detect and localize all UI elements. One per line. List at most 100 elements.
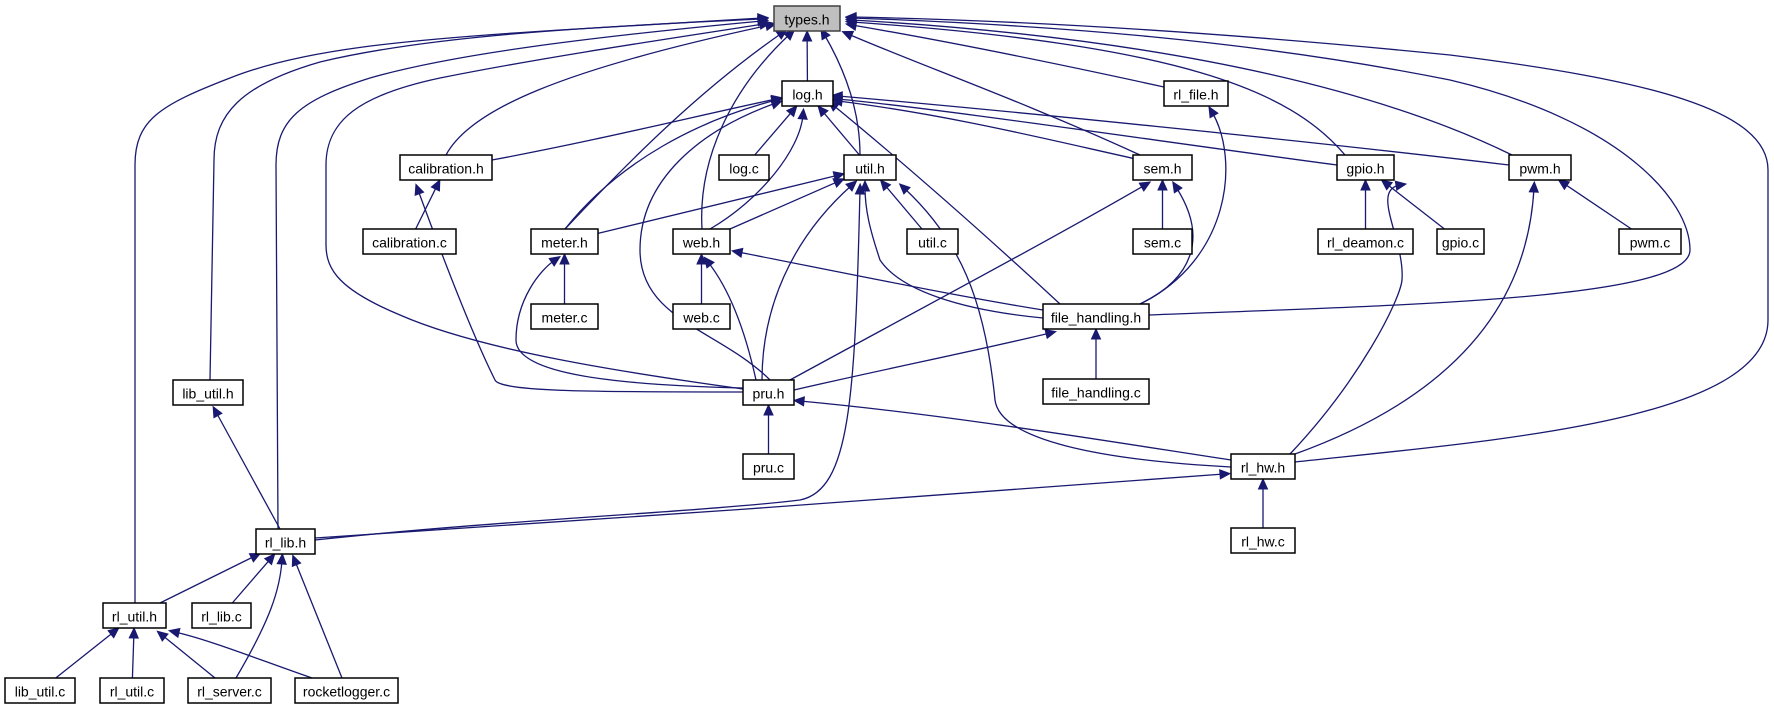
node-calibration-h[interactable]: calibration.h: [399, 154, 493, 181]
node-box[interactable]: [1618, 228, 1682, 255]
node-label: rl_hw.c: [1241, 534, 1285, 550]
node-box[interactable]: [191, 602, 252, 629]
node-lib-util-h[interactable]: lib_util.h: [172, 379, 244, 406]
node-rl-lib-c[interactable]: rl_lib.c: [191, 602, 252, 629]
node-box[interactable]: [843, 154, 897, 181]
node-box[interactable]: [187, 677, 272, 704]
node-gpio-c[interactable]: gpio.c: [1436, 228, 1485, 255]
arrowhead-icon: [832, 171, 846, 182]
node-label: util.c: [918, 235, 947, 251]
node-web-h[interactable]: web.h: [672, 228, 731, 255]
node-label: lib_util.c: [15, 684, 66, 700]
node-box[interactable]: [773, 5, 841, 32]
edge-rocketlogger-c-to-rl-lib-h: [291, 554, 343, 679]
node-box[interactable]: [781, 80, 834, 107]
node-box[interactable]: [1132, 154, 1193, 181]
edge-line: [314, 189, 861, 541]
node-sem-c[interactable]: sem.c: [1132, 228, 1193, 255]
edge-line: [851, 19, 1513, 156]
edge-rl-file-h-to-types-h: [844, 20, 1165, 88]
node-box[interactable]: [1336, 154, 1395, 181]
edge-line: [823, 33, 861, 156]
node-label: gpio.h: [1346, 161, 1384, 177]
edge-util-c-to-util-h: [879, 179, 923, 230]
node-box[interactable]: [1508, 154, 1572, 181]
node-rl-util-c[interactable]: rl_util.c: [99, 677, 165, 704]
arrowhead-icon: [879, 179, 892, 192]
edge-line: [701, 33, 791, 230]
edge-calibration-h-to-types-h: [445, 20, 778, 156]
edge-line: [864, 186, 1044, 319]
edge-pru-h-to-web-h: [703, 256, 757, 381]
node-box[interactable]: [718, 154, 770, 181]
node-box[interactable]: [255, 528, 316, 555]
node-rl-lib-h[interactable]: rl_lib.h: [255, 528, 316, 555]
node-pru-h[interactable]: pru.h: [742, 379, 795, 406]
edge-rl-server-c-to-rl-lib-h: [235, 552, 287, 679]
node-box[interactable]: [1042, 303, 1150, 330]
node-box[interactable]: [530, 228, 599, 255]
node-box[interactable]: [172, 379, 244, 406]
node-gpio-h[interactable]: gpio.h: [1336, 154, 1395, 181]
node-rl-hw-h[interactable]: rl_hw.h: [1230, 453, 1296, 480]
node-label: rl_deamon.c: [1327, 235, 1404, 251]
node-web-c[interactable]: web.c: [672, 303, 731, 330]
node-box[interactable]: [99, 677, 165, 704]
node-box[interactable]: [672, 228, 731, 255]
arrowhead-icon: [430, 178, 441, 192]
node-log-h[interactable]: log.h: [781, 80, 834, 107]
node-sem-h[interactable]: sem.h: [1132, 154, 1193, 181]
node-box[interactable]: [742, 379, 795, 406]
node-box[interactable]: [1132, 228, 1193, 255]
arrowhead-icon: [769, 99, 783, 110]
arrowhead-icon: [797, 107, 808, 120]
node-rl-util-h[interactable]: rl_util.h: [102, 602, 167, 629]
node-box[interactable]: [102, 602, 167, 629]
arrowhead-icon: [1380, 179, 1394, 191]
node-meter-h[interactable]: meter.h: [530, 228, 599, 255]
node-pwm-h[interactable]: pwm.h: [1508, 154, 1572, 181]
node-rl-server-c[interactable]: rl_server.c: [187, 677, 272, 704]
node-file-handling-c[interactable]: file_handling.c: [1042, 378, 1150, 405]
node-box[interactable]: [1317, 228, 1414, 255]
node-rl-deamon-c[interactable]: rl_deamon.c: [1317, 228, 1414, 255]
node-box[interactable]: [1436, 228, 1485, 255]
arrowhead-icon: [1257, 477, 1269, 490]
node-log-c[interactable]: log.c: [718, 154, 770, 181]
node-box[interactable]: [362, 228, 457, 255]
nodes-layer: types.h log.h rl_file.h calibration.h log.c u…: [4, 5, 1682, 704]
node-box[interactable]: [4, 677, 76, 704]
edge-rl-util-h-to-types-h: [134, 13, 770, 603]
node-rocketlogger-c[interactable]: rocketlogger.c: [294, 677, 399, 704]
node-rl-hw-c[interactable]: rl_hw.c: [1230, 527, 1296, 554]
edge-line: [1289, 184, 1403, 455]
node-box[interactable]: [294, 677, 399, 704]
edge-line: [597, 175, 835, 235]
node-box[interactable]: [672, 303, 731, 330]
arrowhead-icon: [898, 183, 911, 195]
node-util-c[interactable]: util.c: [906, 228, 959, 255]
node-pwm-c[interactable]: pwm.c: [1618, 228, 1682, 255]
edge-line: [515, 259, 744, 389]
node-rl-file-h[interactable]: rl_file.h: [1163, 80, 1229, 107]
node-box[interactable]: [742, 453, 795, 480]
edge-line: [709, 114, 804, 230]
edge-util-h-to-log-h: [817, 105, 860, 156]
node-pru-c[interactable]: pru.c: [742, 453, 795, 480]
node-box[interactable]: [1042, 378, 1150, 405]
node-calibration-c[interactable]: calibration.c: [362, 228, 457, 255]
node-lib-util-c[interactable]: lib_util.c: [4, 677, 76, 704]
edge-log-c-to-log-h: [754, 105, 798, 156]
node-box[interactable]: [399, 154, 493, 181]
node-types-h[interactable]: types.h: [773, 5, 841, 32]
node-box[interactable]: [530, 303, 599, 330]
node-box[interactable]: [906, 228, 959, 255]
edge-line: [729, 182, 836, 230]
edge-rl-server-c-to-rl-util-h: [156, 630, 216, 679]
node-box[interactable]: [1163, 80, 1229, 107]
node-file-handling-h[interactable]: file_handling.h: [1042, 303, 1150, 330]
node-box[interactable]: [1230, 453, 1296, 480]
node-meter-c[interactable]: meter.c: [530, 303, 599, 330]
node-util-h[interactable]: util.h: [843, 154, 897, 181]
node-box[interactable]: [1230, 527, 1296, 554]
